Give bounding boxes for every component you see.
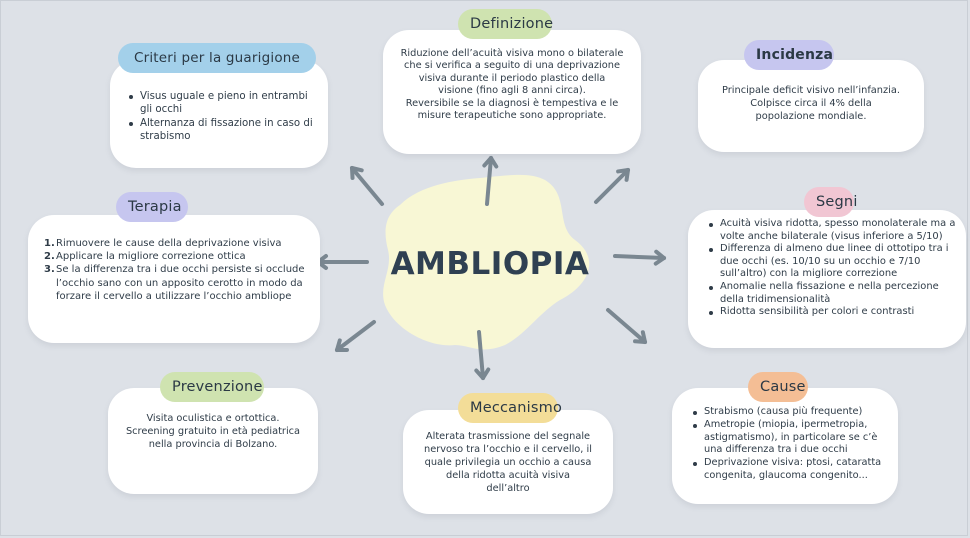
pill-cause: Cause [748,372,808,402]
card-definizione: Riduzione dell’acuità visiva mono o bila… [383,30,641,154]
segni-list: Acuità visiva ridotta, spesso monolatera… [706,218,960,319]
meccanismo-line: quale privilegia un occhio a causa [424,457,592,468]
meccanismo-line: dell’altro [486,483,530,494]
incidenza-line: Colpisce circa il 4% della [750,98,872,109]
prevenzione-line: Visita oculistica e ortottica. [146,413,280,424]
cause-list: Strabismo (causa più frequente) Ametropi… [690,406,892,483]
definizione-line: Reversibile se la diagnosi è tempestiva … [405,97,619,109]
pill-terapia: Terapia [116,192,188,222]
terapia-item: 3.Se la differenza tra i due occhi persi… [44,263,314,303]
card-meccanismo: Alterata trasmissione del segnale nervos… [403,410,613,514]
prevenzione-line: nella provincia di Bolzano. [148,439,278,450]
arrow-to-incidenza-icon [594,168,630,204]
pill-meccanismo: Meccanismo [458,393,562,423]
cause-item: Ametropie (miopia, ipermetropia, astigma… [693,419,892,457]
arrow-to-definizione-icon [482,156,499,206]
prevenzione-line: Screening gratuito in età pediatrica [125,426,301,437]
arrow-to-meccanismo-icon [474,330,491,380]
card-criteri: Visus uguale e pieno in entrambi gli occ… [110,60,328,168]
terapia-list: 1.Rimuovere le cause della deprivazione … [42,237,314,303]
cause-item: Strabismo (causa più frequente) [693,406,892,419]
card-cause: Strabismo (causa più frequente) Ametropi… [672,388,898,504]
criteri-item: Alternanza di fissazione in caso di stra… [129,117,313,143]
card-terapia: 1.Rimuovere le cause della deprivazione … [28,215,320,343]
arrow-to-terapia-icon [316,254,369,270]
card-segni: Acuità visiva ridotta, spesso monolatera… [688,210,966,348]
definizione-line: visione (fino agli 8 anni circa). [438,85,586,97]
definizione-line: visiva durante il periodo plastico della [418,72,606,84]
arrow-to-cause-icon [606,308,647,344]
segni-item: Ridotta sensibilità per colori e contras… [709,306,960,319]
card-prevenzione: Visita oculistica e ortottica. Screening… [108,388,318,494]
criteri-list: Visus uguale e pieno in entrambi gli occ… [126,90,314,144]
terapia-item: 2.Applicare la migliore correzione ottic… [44,250,314,263]
pill-incidenza: Incidenza [744,40,834,70]
pill-prevenzione: Prevenzione [160,372,264,402]
meccanismo-line: nervoso tra l’occhio e il cervello, il [424,444,592,455]
incidenza-line: popolazione mondiale. [755,111,867,122]
arrow-to-criteri-icon [350,166,384,206]
cause-item: Deprivazione visiva: ptosi, cataratta co… [693,457,892,483]
definizione-line: Riduzione dell’acuità visiva mono o bila… [400,48,624,59]
meccanismo-line: della ridotta acuità visiva [446,470,570,481]
terapia-item: 1.Rimuovere le cause della deprivazione … [44,237,314,250]
segni-item: Anomalie nella fissazione e nella percez… [709,281,960,306]
segni-item: Acuità visiva ridotta, spesso monolatera… [709,218,960,243]
pill-segni: Segni [804,187,857,217]
terapia-item-text: Se la differenza tra i due occhi persist… [56,264,305,302]
arrow-to-prevenzione-icon [335,320,376,352]
card-incidenza: Principale deficit visivo nell’infanzia.… [698,60,924,152]
pill-criteri: Criteri per la guarigione [118,43,316,73]
incidenza-line: Principale deficit visivo nell’infanzia. [722,85,900,96]
terapia-item-number: 2. [44,251,55,263]
criteri-item: Visus uguale e pieno in entrambi gli occ… [129,90,314,117]
meccanismo-line: Alterata trasmissione del segnale [425,431,591,442]
arrow-to-segni-icon [613,249,666,266]
arrows-group [316,156,666,380]
definizione-line: che si verifica a seguito di una depriva… [404,60,620,72]
definizione-line: misure terapeutiche sono appropriate. [417,110,607,122]
terapia-item-number: 3. [44,264,55,276]
terapia-item-text: Rimuovere le cause della deprivazione vi… [56,238,282,249]
terapia-item-text: Applicare la migliore correzione ottica [56,251,246,263]
hub-blob [383,174,590,350]
hub-title: AMBLIOPIA [390,246,590,282]
segni-item: Differenza di almeno due linee di ottoti… [709,243,960,281]
pill-definizione: Definizione [458,9,553,39]
terapia-item-number: 1. [44,238,55,249]
